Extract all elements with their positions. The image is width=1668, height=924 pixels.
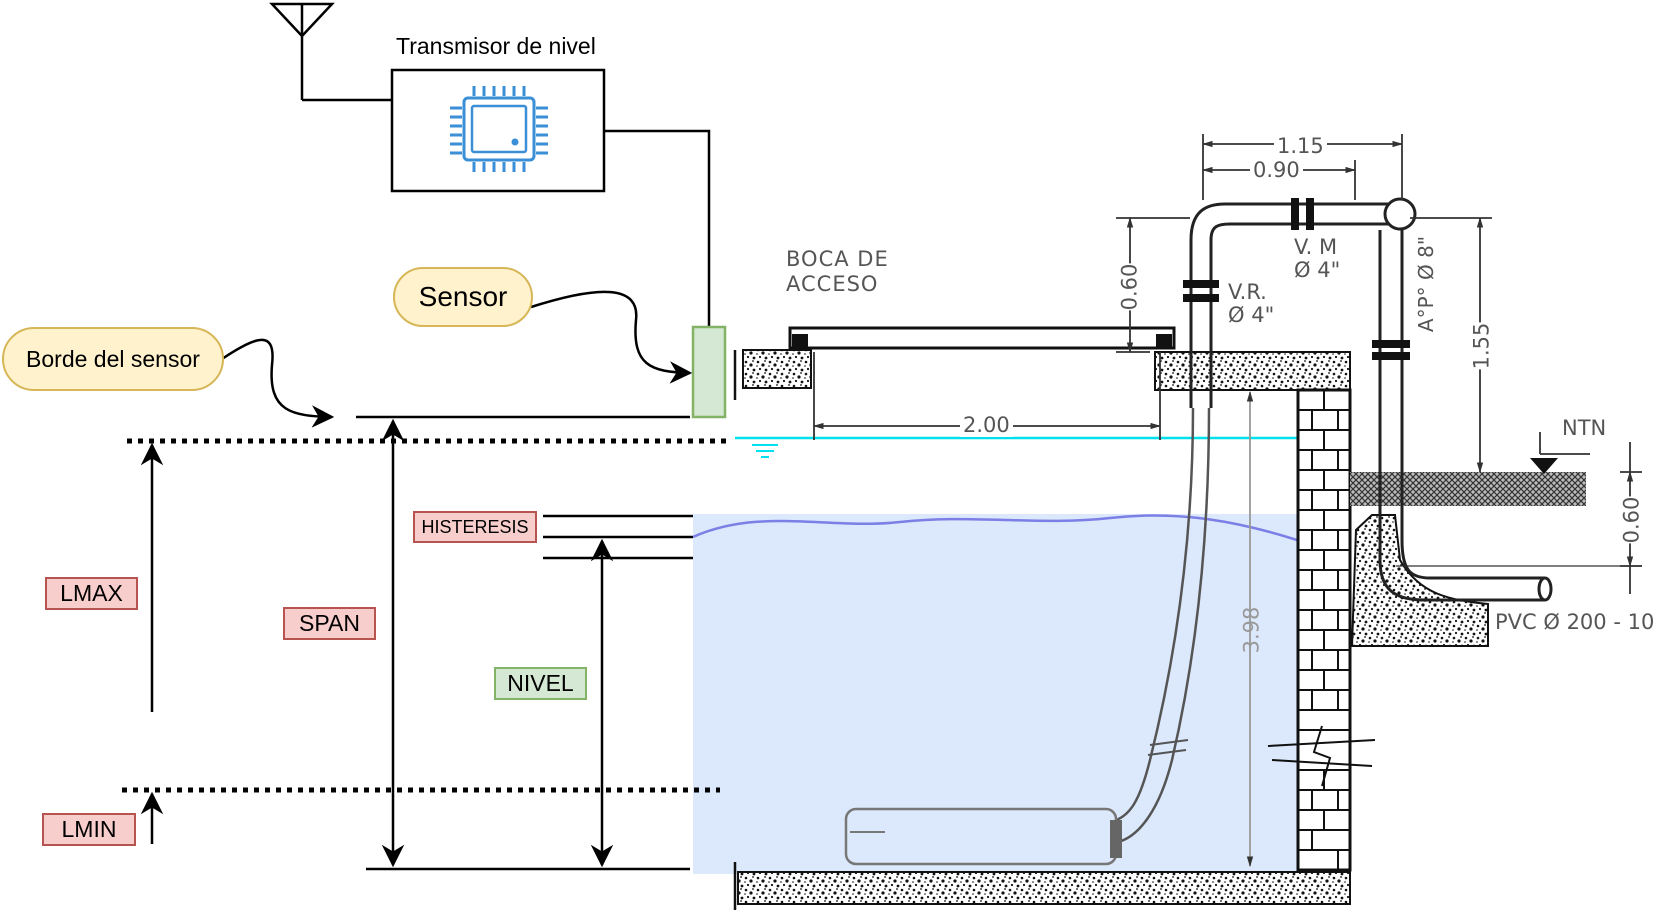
app-label: A°P° Ø 8" [1414,235,1439,333]
vr-label-2: Ø 4" [1228,303,1275,327]
sensor-cable [604,129,711,327]
discharge-pipe [1109,197,1553,844]
dim-1-15: 1.15 [1274,134,1327,158]
water-level-symbol [752,444,778,458]
sensor-callout-line [530,290,693,384]
transmitter-label: Transmisor de nivel [396,33,596,59]
sensor-edge-callout: Borde del sensor [2,327,224,391]
span-tag: SPAN [283,607,376,640]
water-wave [692,514,1298,542]
nivel-tag: NIVEL [494,667,587,700]
lmax-tag: LMAX [45,577,138,610]
ntn-label: NTN [1562,416,1607,440]
ground-concrete [1350,514,1489,647]
dimension-lines [812,134,1642,868]
vm-label-1: V. M [1294,235,1338,259]
brick-wall [1267,388,1376,872]
ground-hatch [1350,472,1586,506]
antenna-icon [269,2,391,102]
dim-0-60-top: 0.60 [1117,263,1142,311]
chip-icon [450,86,548,172]
boca-acceso-label-1: BOCA DE [786,247,889,271]
histeresis-tag: HISTERESIS [413,511,537,543]
vr-label-1: V.R. [1228,280,1267,304]
transmitter-box [390,68,606,193]
access-lid [788,326,1176,350]
sensor-edge-callout-line [221,338,335,428]
sensor-body [691,325,727,419]
lmin-tag: LMIN [42,813,136,846]
dim-0-60-right: 0.60 [1619,496,1644,544]
right-slab [1154,351,1351,391]
vm-label-2: Ø 4" [1294,258,1341,282]
dim-1-55: 1.55 [1469,322,1494,370]
submersible-pump [844,807,1122,866]
ntn-marker-icon [1530,458,1558,474]
dim-2-00: 2.00 [960,413,1013,437]
dim-0-90: 0.90 [1250,158,1303,182]
boca-acceso-label-2: ACCESO [786,272,879,296]
sensor-callout: Sensor [393,267,533,327]
dim-3-98: 3.98 [1239,606,1264,654]
left-slab [742,349,812,389]
cad-drawing [733,134,1642,910]
floor-slab [737,871,1351,905]
pvc-label: PVC Ø 200 - 10 [1495,610,1655,634]
